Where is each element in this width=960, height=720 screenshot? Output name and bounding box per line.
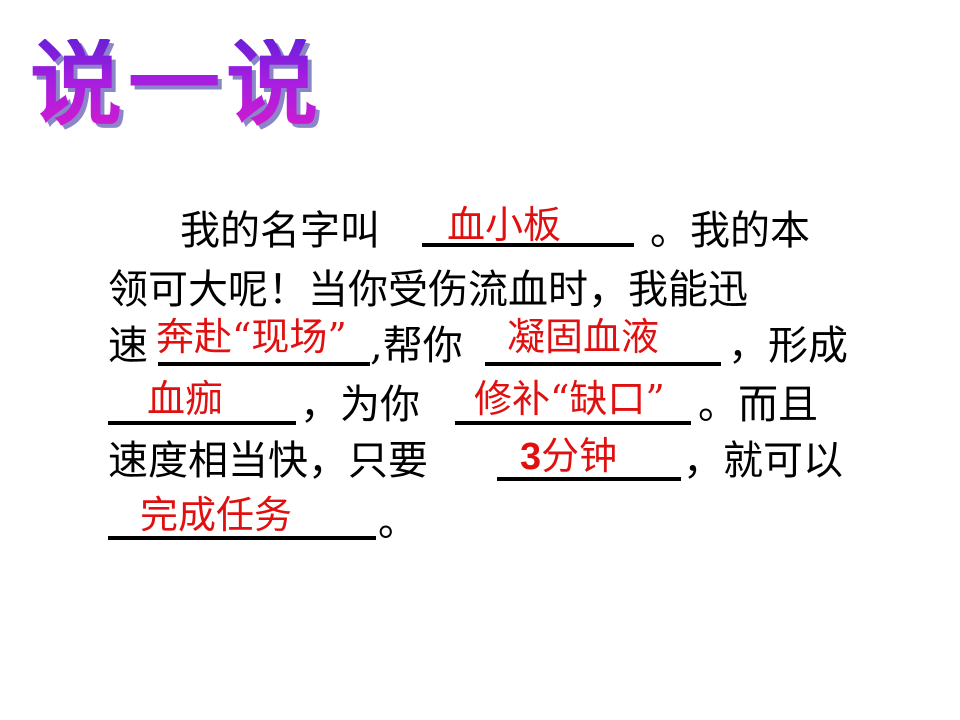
answer-6-unit: 分钟 <box>541 434 618 478</box>
blank-7 <box>108 536 376 540</box>
answer-7: 完成任务 <box>140 493 293 537</box>
line4-text-a: ，为你 <box>300 382 420 428</box>
answer-3: 凝固血液 <box>507 315 660 359</box>
answer-4: 血痂 <box>147 377 224 421</box>
blank-6 <box>497 477 681 481</box>
line1-text-b: 。我的本 <box>650 208 810 254</box>
answer-6: 3分钟 <box>520 433 617 480</box>
slide-title: 说一说 <box>30 30 324 140</box>
blank-3 <box>485 362 721 366</box>
text-line-2: 领可大呢！当你受伤流血时，我能迅 <box>0 262 960 318</box>
text-line-1: 我的名字叫 。我的本 <box>0 203 960 259</box>
line5-text-a: 速度相当快，只要 <box>108 438 428 484</box>
line3-text-a: 速 <box>108 323 148 369</box>
title-text: 说一说 <box>30 31 325 138</box>
answer-1: 血小板 <box>447 203 562 247</box>
text-line-5: 速度相当快，只要 ，就可以 <box>0 433 960 489</box>
answer-2: 奔赴“现场” <box>156 315 347 359</box>
answer-5: 修补“缺口” <box>474 377 665 421</box>
line5-text-b: ，就可以 <box>683 438 843 484</box>
line2-text: 领可大呢！当你受伤流血时，我能迅 <box>108 267 748 313</box>
line6-text: 。 <box>378 499 418 545</box>
text-line-4: ，为你 。而且 <box>0 377 960 433</box>
blank-5 <box>455 421 691 425</box>
line3-text-b: ,帮你 <box>370 323 463 369</box>
line4-text-b: 。而且 <box>698 382 818 428</box>
text-line-3: 速 ,帮你 ，形成 <box>0 318 960 374</box>
blank-2 <box>158 362 370 366</box>
line3-text-c: ，形成 <box>728 323 848 369</box>
blank-4 <box>108 421 296 425</box>
text-line-6: 。 <box>0 498 960 554</box>
line1-text-a: 我的名字叫 <box>180 208 380 254</box>
answer-6-number: 3 <box>520 436 542 478</box>
blank-1 <box>422 243 634 247</box>
